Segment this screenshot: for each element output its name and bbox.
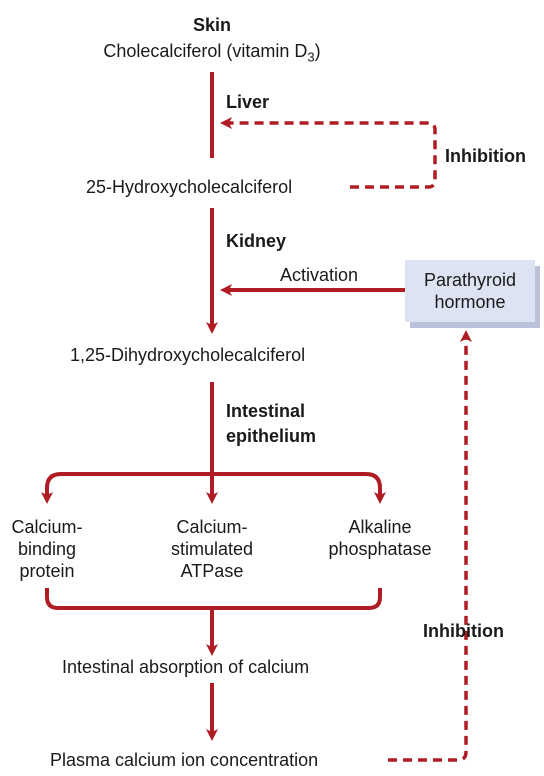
parathyroid-hormone-box: Parathyroid hormone (405, 260, 535, 322)
plasma-node: Plasma calcium ion concentration (50, 750, 319, 770)
alkaline-phosphatase-node: Alkaline phosphatase (315, 516, 445, 560)
pth-line-1: Parathyroid (423, 270, 517, 290)
inhibition-label-bottom: Inhibition (423, 621, 504, 641)
alkaline-line-1: Alkaline (348, 517, 412, 537)
skin-label: Skin (192, 15, 231, 35)
liver-label: Liver (226, 92, 270, 112)
cholecalciferol-close: ) (314, 41, 321, 61)
binding-line-1: Calcium- (11, 517, 83, 537)
inhibition-loop-pth (388, 330, 472, 762)
cholecalciferol-subscript: 3 (307, 49, 315, 65)
hydroxy-node: 25-Hydroxycholecalciferol (86, 177, 293, 197)
alkaline-line-2: phosphatase (328, 539, 432, 559)
absorption-node: Intestinal absorption of calcium (62, 657, 310, 677)
binding-protein-node: Calcium- binding protein (0, 516, 97, 582)
bracket-bottom (45, 588, 382, 610)
binding-line-2: binding (17, 539, 77, 559)
atpase-line-2: stimulated (170, 539, 254, 559)
dihydroxy-node: 1,25-Dihydroxycholecalciferol (70, 345, 306, 365)
bracket-top (45, 472, 386, 504)
intestinal-label-1: Intestinal (226, 401, 306, 421)
inhibition-loop-liver (220, 117, 437, 189)
atpase-node: Calcium- stimulated ATPase (152, 516, 272, 582)
binding-line-3: protein (19, 561, 75, 581)
activation-label: Activation (280, 265, 359, 285)
inhibition-label-top: Inhibition (445, 146, 526, 166)
cholecalciferol-text: Cholecalciferol (vitamin D (103, 41, 308, 61)
cholecalciferol-node: Cholecalciferol (vitamin D3) (62, 40, 362, 69)
kidney-label: Kidney (226, 231, 287, 251)
atpase-line-1: Calcium- (176, 517, 248, 537)
intestinal-label-2: epithelium (226, 426, 317, 446)
pth-line-2: hormone (434, 292, 506, 312)
atpase-line-3: ATPase (180, 561, 244, 581)
